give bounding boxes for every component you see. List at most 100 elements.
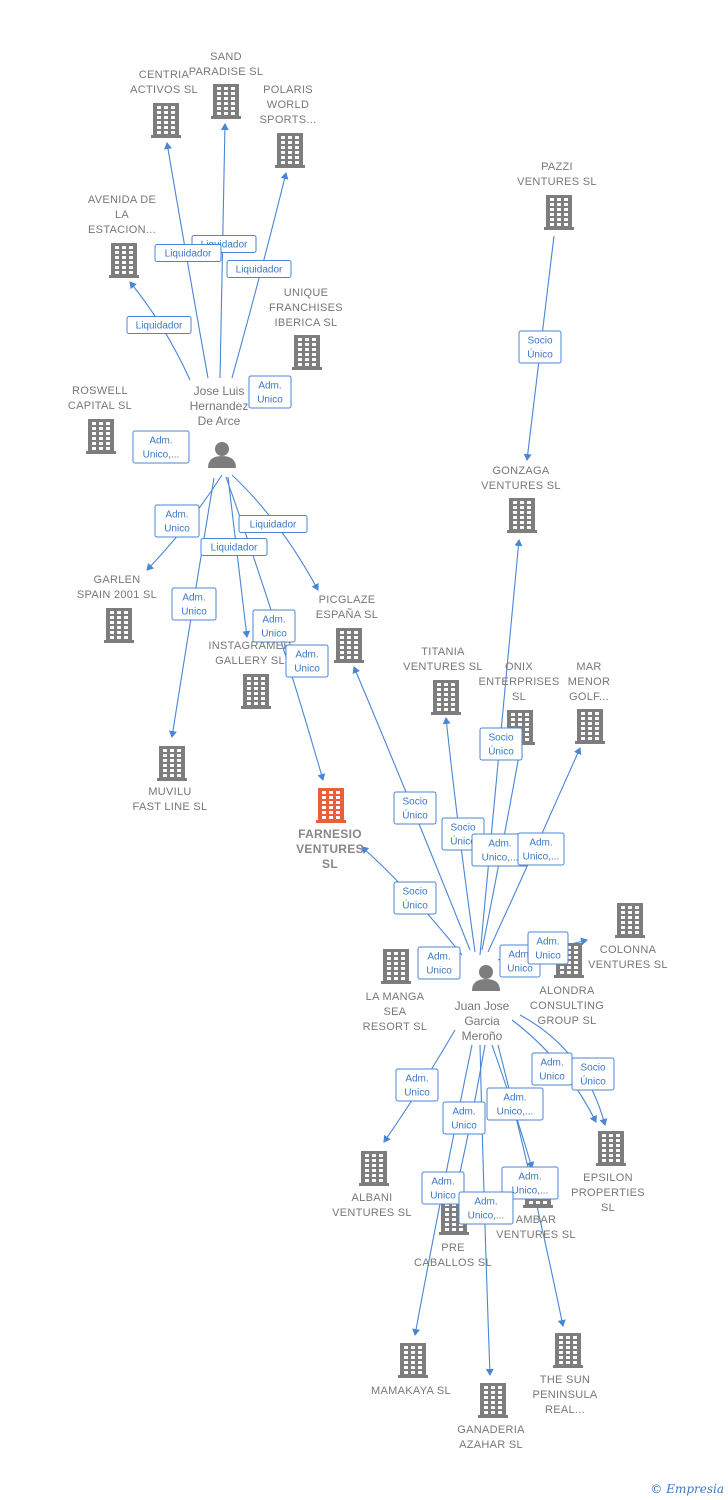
relation-label[interactable]: Adm.Unico	[154, 504, 200, 538]
relation-label-text: Adm.	[503, 1093, 526, 1104]
building-window	[305, 343, 309, 346]
company-label-line: VENTURES	[296, 842, 364, 856]
relation-label-text: Único	[402, 809, 428, 822]
relation-label[interactable]: Adm.Unico,...	[501, 1166, 559, 1200]
relation-label[interactable]: Adm.Unico,...	[471, 833, 529, 867]
building-window	[354, 656, 358, 659]
building-window	[122, 246, 126, 249]
building-window	[157, 111, 161, 114]
relation-label[interactable]: Adm.Unico	[285, 644, 329, 678]
relation-label[interactable]: Adm.Unico,...	[132, 430, 190, 464]
building-window	[452, 1218, 456, 1221]
building-window	[621, 926, 625, 929]
relation-label-box	[421, 1171, 465, 1205]
building-window	[411, 1351, 415, 1354]
building-base	[554, 975, 584, 978]
building-window	[566, 1341, 570, 1344]
company-node-marmenor[interactable]: MARMENORGOLF...	[568, 661, 610, 744]
building-window	[387, 967, 391, 970]
building-icon	[615, 903, 645, 938]
building-window	[452, 1213, 456, 1216]
building-window	[177, 754, 181, 757]
relation-label[interactable]: Adm.Unico	[527, 931, 569, 965]
building-window	[110, 626, 114, 629]
company-node-polaris[interactable]: POLARISWORLDSPORTS...	[260, 84, 317, 168]
building-window	[365, 1169, 369, 1172]
relation-label[interactable]: Adm.Unico,...	[458, 1191, 514, 1225]
building-base	[507, 530, 537, 533]
relation-label-box	[517, 832, 565, 866]
company-label-line: ALONDRA	[539, 985, 595, 997]
building-window	[394, 972, 398, 975]
relation-label-box	[395, 1068, 439, 1102]
building-icon	[109, 243, 139, 278]
relation-label[interactable]: Liquidador	[200, 538, 268, 556]
building-window	[635, 906, 639, 909]
relation-label[interactable]: Adm.Unico	[252, 609, 296, 643]
person-label-line: Juan Jose	[455, 999, 510, 1013]
relation-label[interactable]: Adm.Unico	[442, 1101, 486, 1135]
building-window	[379, 1169, 383, 1172]
building-window	[288, 161, 292, 164]
building-window	[518, 718, 522, 721]
building-window	[129, 246, 133, 249]
relation-label[interactable]: Adm.Unico	[395, 1068, 439, 1102]
building-window	[511, 713, 515, 716]
relation-label[interactable]: Adm.Unico	[171, 587, 217, 621]
relation-label[interactable]: Adm.Unico	[531, 1052, 573, 1086]
company-node-thesun[interactable]: THE SUNPENINSULAREAL...	[532, 1333, 598, 1416]
building-window	[115, 251, 119, 254]
relation-label[interactable]: Adm.Unico	[248, 375, 292, 409]
building-window	[312, 348, 316, 351]
relation-label[interactable]: Adm.Unico	[417, 946, 461, 980]
relation-label-box	[154, 244, 222, 262]
building-window	[217, 97, 221, 100]
building-base	[241, 706, 271, 709]
building-window	[231, 92, 235, 95]
relation-label[interactable]: Liquidador	[126, 316, 192, 334]
relation-label[interactable]: Liquidador	[154, 244, 222, 262]
building-window	[231, 97, 235, 100]
relation-label[interactable]: Liquidador	[238, 515, 308, 533]
building-window	[595, 727, 599, 730]
building-window	[298, 353, 302, 356]
company-node-avenida[interactable]: AVENIDA DELAESTACION...	[88, 194, 156, 278]
building-window	[491, 1406, 495, 1409]
footer-brand[interactable]: © Empresia	[650, 1482, 724, 1496]
relation-label[interactable]: Liquidador	[226, 260, 292, 278]
building-window	[560, 971, 564, 974]
building-window	[550, 198, 554, 201]
building-window	[129, 251, 133, 254]
relation-label[interactable]: Adm.Unico,...	[486, 1087, 544, 1121]
relation-label[interactable]: Adm.Unico,...	[517, 832, 565, 866]
building-window	[567, 966, 571, 969]
relation-label[interactable]: Adm.Unico	[421, 1171, 465, 1205]
building-window	[451, 698, 455, 701]
company-node-mamakaya[interactable]: MAMAKAYA SL	[371, 1343, 451, 1397]
